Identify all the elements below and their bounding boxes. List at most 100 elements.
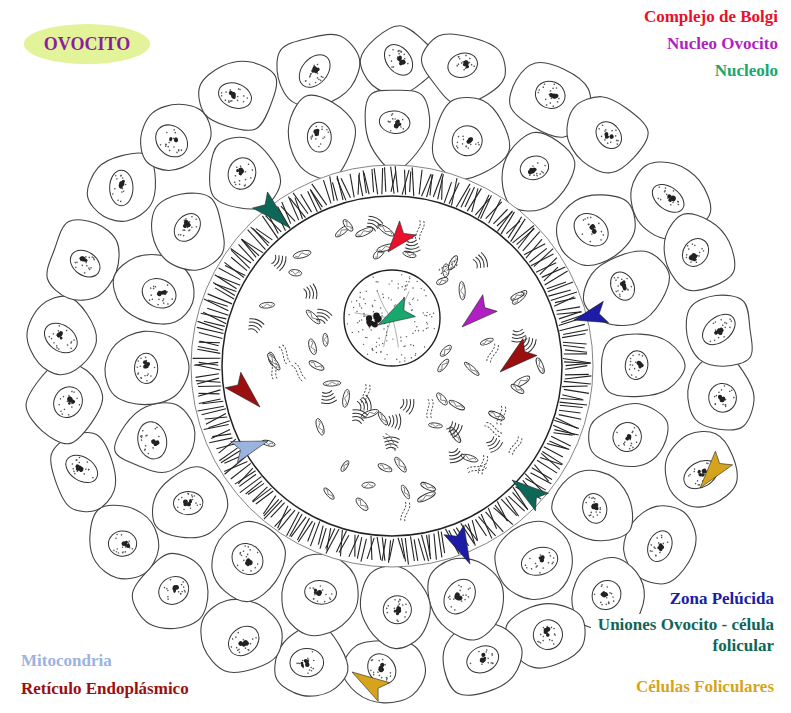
zona-pellucida bbox=[526, 239, 542, 258]
follicular-cell bbox=[591, 117, 627, 154]
follicular-cell bbox=[178, 149, 180, 151]
follicular-cell bbox=[557, 101, 559, 103]
follicular-cell bbox=[677, 233, 714, 271]
follicular-cell bbox=[672, 201, 674, 203]
follicular-cell bbox=[167, 303, 169, 305]
arrowhead-marker bbox=[444, 525, 470, 564]
oocyte-nucleus bbox=[416, 326, 417, 327]
follicular-cell bbox=[140, 377, 142, 379]
oocyte-nucleus bbox=[426, 328, 427, 329]
follicular-cell bbox=[293, 49, 336, 94]
oocyte-nucleus bbox=[404, 345, 405, 346]
zona-pellucida bbox=[290, 198, 305, 217]
follicular-cell bbox=[242, 550, 244, 552]
follicular-cell bbox=[373, 671, 375, 673]
follicular-cell bbox=[115, 537, 117, 539]
follicular-cell bbox=[236, 166, 238, 168]
follicular-cell bbox=[314, 591, 317, 594]
follicular-cell bbox=[456, 141, 458, 143]
zona-pellucida bbox=[563, 345, 585, 348]
follicular-cell bbox=[606, 597, 608, 599]
follicular-cell bbox=[385, 679, 387, 681]
follicular-cell bbox=[655, 555, 657, 557]
follicular-cell bbox=[87, 469, 89, 471]
follicular-cell bbox=[632, 355, 634, 357]
follicular-cell bbox=[655, 554, 657, 556]
follicular-cell bbox=[257, 563, 259, 565]
oocyte-cytoplasm bbox=[349, 408, 368, 425]
oocyte-cytoplasm bbox=[446, 421, 454, 430]
follicular-cell bbox=[651, 550, 653, 552]
follicular-cell bbox=[550, 626, 552, 628]
follicular-cell bbox=[400, 50, 402, 52]
oocyte-cytoplasm bbox=[406, 243, 418, 246]
oocyte-nucleus bbox=[359, 320, 360, 321]
oocyte-nucleus bbox=[397, 287, 398, 288]
oocyte-cytoplasm bbox=[377, 462, 393, 474]
follicular-cell bbox=[247, 559, 254, 566]
oocyte-nucleus bbox=[404, 289, 405, 290]
follicular-cell bbox=[662, 542, 664, 544]
follicular-cell bbox=[239, 180, 241, 182]
oocyte-cytoplasm bbox=[395, 414, 398, 428]
follicular-cell bbox=[404, 616, 406, 618]
zona-pellucida bbox=[231, 249, 251, 263]
follicular-cell bbox=[301, 664, 304, 667]
follicular-cell bbox=[244, 184, 246, 186]
follicular-cell bbox=[532, 165, 534, 167]
follicular-cell bbox=[125, 184, 127, 186]
follicular-cell bbox=[615, 135, 617, 137]
oocyte-cytoplasm bbox=[278, 346, 289, 365]
follicular-cell bbox=[457, 63, 459, 65]
follicular-cell bbox=[290, 648, 324, 677]
follicular-cell bbox=[245, 556, 247, 558]
follicular-cell bbox=[230, 646, 232, 648]
zona-pellucida bbox=[199, 341, 218, 346]
follicular-cell bbox=[399, 59, 404, 64]
follicular-cell bbox=[320, 585, 322, 587]
follicular-cell bbox=[185, 218, 187, 220]
oocyte-cytoplasm bbox=[435, 391, 449, 406]
follicular-cell bbox=[302, 660, 304, 662]
follicular-cell bbox=[709, 340, 711, 342]
follicular-cell bbox=[187, 223, 191, 227]
follicular-cell bbox=[535, 562, 537, 564]
follicular-cell bbox=[151, 298, 153, 300]
follicular-cell bbox=[454, 595, 459, 600]
follicular-cell bbox=[487, 657, 489, 659]
zona-pellucida bbox=[381, 168, 383, 194]
follicular-cell bbox=[113, 550, 115, 552]
zona-pellucida bbox=[242, 239, 259, 255]
oocyte-cytoplasm bbox=[291, 271, 300, 275]
oocyte-cytoplasm bbox=[466, 463, 486, 471]
oocyte-cytoplasm bbox=[292, 249, 311, 260]
follicular-cell bbox=[71, 463, 73, 465]
follicular-cell bbox=[539, 173, 541, 175]
follicular-cell bbox=[517, 153, 551, 183]
follicular-cell bbox=[531, 77, 569, 113]
zona-pellucida bbox=[195, 374, 218, 378]
follicular-cell bbox=[379, 39, 419, 81]
follicular-cell bbox=[542, 636, 544, 638]
zona-pellucida bbox=[341, 178, 350, 198]
follicular-cell bbox=[390, 130, 392, 132]
follicular-cell bbox=[543, 83, 545, 85]
arrowhead-marker bbox=[378, 297, 415, 325]
follicular-cell bbox=[543, 628, 548, 633]
follicular-cell bbox=[312, 651, 314, 653]
follicular-cell bbox=[462, 135, 464, 137]
oocyte-cytoplasm bbox=[508, 436, 519, 455]
oocyte-cytoplasm bbox=[482, 339, 492, 345]
follicular-cell bbox=[65, 245, 105, 283]
follicular-cell bbox=[167, 598, 169, 600]
oocyte-cytoplasm bbox=[446, 447, 466, 465]
follicular-cell bbox=[144, 449, 146, 451]
follicular-cell bbox=[171, 298, 173, 300]
follicular-cell bbox=[88, 256, 90, 258]
oocyte-nucleus bbox=[363, 313, 364, 314]
follicular-cell bbox=[627, 288, 629, 290]
follicular-cell bbox=[623, 443, 625, 445]
follicular-cell bbox=[229, 89, 231, 91]
follicular-cell bbox=[27, 296, 97, 375]
oocyte-nucleus bbox=[408, 302, 409, 303]
